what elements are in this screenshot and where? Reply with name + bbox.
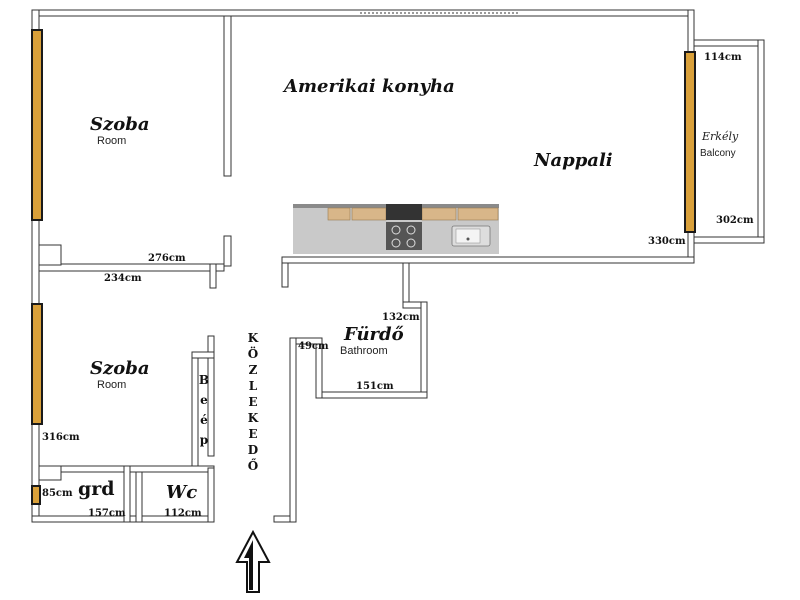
window-balcony [684,51,696,233]
wall-corridor-right-top [281,262,289,288]
dim-bath-height: 132cm [382,312,420,323]
wall-bath-right [420,301,428,399]
corridor-letters-letter: E [248,395,257,409]
wall-top [31,9,695,17]
wall-corridor-left [207,335,215,457]
window-wardrobe [31,485,41,505]
wall-builtin-left [191,351,199,469]
wc-title: Wc [166,482,197,503]
builtin-letters-letter: é [200,413,208,427]
dim-balcony-right: 302cm [716,215,754,226]
balcony-title: Erkély [701,130,739,143]
dim-bath-left: 49cm [298,341,329,352]
corridor-letters-letter: Ö [248,345,258,361]
living-room-label: Nappali [533,150,613,171]
bedroom-bottom-title: Szoba [90,358,149,379]
bedroom-top-subtitle: Room [97,135,126,147]
corridor-letters-letter: Z [249,363,258,377]
wall-balcony-right [757,39,765,244]
balcony-subtitle: Balcony [700,148,736,159]
wall-balcony-bottom [693,236,765,244]
corridor-letters-letter: E [248,427,257,441]
corridor-letters-letter: D [248,443,258,457]
wall-bath-bottom [315,391,428,399]
dim-living-corner: 330cm [648,236,686,247]
cabinet-4 [457,207,499,221]
bedroom-bottom-subtitle: Room [97,379,126,391]
kitchen-label: Amerikai konyha [282,76,455,97]
wall-wc-left [135,471,143,523]
wall-grd-top [38,465,62,481]
dim-bedroom-bottom-height: 316cm [42,432,80,443]
dim-balcony-top: 114cm [704,52,742,63]
dim-bedroom-top-wall: 276cm [148,253,186,264]
cabinet-1 [327,207,351,221]
dim-bedroom-top-width: 234cm [104,273,142,284]
builtin-letters-letter: p [200,433,208,447]
wall-bath-entry [295,337,323,345]
corridor-letters-letter: L [249,379,258,393]
cooktop-icon [386,204,422,250]
dim-wc-width: 112cm [164,508,202,519]
up-arrow-icon [235,529,271,593]
wall-living-bottom [281,256,695,264]
builtin-letters-letter: B [199,373,209,387]
window-bedroom-bottom [31,303,43,425]
dim-wardrobe-width: 157cm [88,508,126,519]
wall-builtin-top [191,351,215,359]
window-bedroom-top [31,29,43,221]
dim-wardrobe-depth: 85cm [42,488,73,499]
wardrobe-label: grd [78,478,115,500]
cabinet-3 [421,207,457,221]
windows [31,29,696,505]
builtin-letters-letter: e [200,393,208,407]
cabinet-2 [351,207,387,221]
corridor-letters-letter: K [248,331,259,345]
wall-bedroom-living [223,15,232,177]
wall-corridor-right [289,337,297,523]
sink-icon [451,225,491,247]
bedroom-top-title: Szoba [90,114,149,135]
corridor-letters-letter: Ő [248,458,258,473]
dim-bath-width: 151cm [356,381,394,392]
kitchen-counter [293,204,499,254]
corridor-letters-letter: K [248,411,259,425]
wall-bath-top-left [402,262,410,306]
wall-wc-divider [123,465,131,523]
walls [31,9,765,523]
wall-column [38,244,62,266]
bathroom-title: Fürdő [343,324,404,345]
wall-bedrooms [38,263,225,272]
wall-wc-right [207,467,215,523]
wall-bedroom-living-lower [223,235,232,267]
bathroom-subtitle: Bathroom [340,345,388,357]
wall-balcony-top [693,39,765,47]
wall-door-jamb [209,263,217,289]
